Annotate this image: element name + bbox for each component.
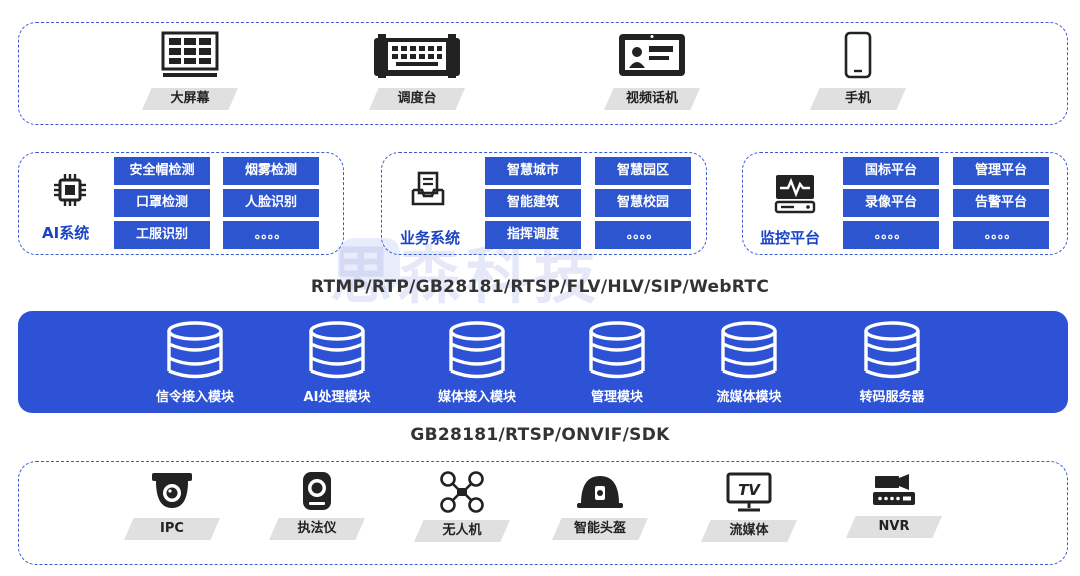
ai-item: 安全帽检测 [114, 157, 210, 185]
terminal-label: 手机 [810, 88, 906, 110]
svg-text:TV: TV [738, 481, 761, 499]
module-ai: AI处理模块 [272, 320, 402, 405]
video-phone-icon [619, 34, 685, 76]
device-streaming: TV 流媒体 [694, 470, 804, 542]
device-label: IPC [124, 518, 220, 540]
protocols-top: RTMP/RTP/GB28181/RTSP/FLV/HLV/SIP/WebRTC [310, 277, 770, 297]
business-item: 指挥调度 [485, 221, 581, 249]
monitor-pulse-icon [774, 175, 816, 214]
business-item: 智慧校园 [595, 189, 691, 217]
ai-item: 。。。。 [223, 221, 319, 249]
terminal-mobile-phone: 手机 [798, 30, 918, 110]
terminal-dispatch-console: 调度台 [357, 30, 477, 110]
dispatch-console-icon [374, 34, 460, 78]
tv-icon: TV [726, 472, 772, 512]
device-label: 执法仪 [269, 518, 365, 540]
device-label: NVR [846, 516, 942, 538]
video-wall-icon [161, 31, 219, 77]
terminal-label: 调度台 [369, 88, 465, 110]
device-label: 无人机 [414, 520, 510, 542]
module-management: 管理模块 [552, 320, 682, 405]
terminal-video-phone: 视频话机 [592, 30, 712, 110]
module-label: 管理模块 [590, 390, 643, 405]
module-label: 信令接入模块 [155, 390, 234, 405]
monitoring-item: 告警平台 [953, 189, 1049, 217]
ai-item: 人脸识别 [223, 189, 319, 217]
module-media-access: 媒体接入模块 [412, 320, 542, 405]
business-item: 。。。。 [595, 221, 691, 249]
monitoring-item: 。。。。 [953, 221, 1049, 249]
terminal-video-wall: 大屏幕 [130, 30, 250, 110]
monitoring-item: 管理平台 [953, 157, 1049, 185]
device-ipc: IPC [117, 470, 227, 540]
database-icon [309, 321, 365, 379]
module-transcoding: 转码服务器 [827, 320, 957, 405]
database-icon [864, 321, 920, 379]
monitoring-platform-label: 监控平台 [760, 229, 821, 247]
database-icon [721, 321, 777, 379]
smart-helmet-icon [577, 476, 623, 508]
ai-item: 工服识别 [114, 221, 210, 249]
database-icon [167, 321, 223, 379]
ai-system-group [18, 152, 344, 255]
module-signaling: 信令接入模块 [130, 320, 260, 405]
business-item: 智能建筑 [485, 189, 581, 217]
business-system-label: 业务系统 [400, 229, 461, 247]
device-smart-helmet: 智能头盔 [545, 470, 655, 540]
server-module-band [18, 311, 1068, 413]
ai-system-label: AI系统 [42, 224, 90, 242]
nvr-icon [873, 474, 915, 505]
database-icon [589, 321, 645, 379]
monitoring-item: 。。。。 [843, 221, 939, 249]
monitoring-item: 录像平台 [843, 189, 939, 217]
document-tray-icon [411, 171, 445, 206]
module-label: 流媒体模块 [716, 390, 782, 405]
business-system-group [381, 152, 707, 255]
mobile-phone-icon [844, 31, 872, 79]
module-label: AI处理模块 [303, 390, 371, 405]
database-icon [449, 321, 505, 379]
body-camera-icon [303, 472, 331, 510]
chip-icon [54, 174, 86, 206]
module-label: 转码服务器 [859, 390, 925, 405]
module-streaming: 流媒体模块 [684, 320, 814, 405]
terminal-group [18, 22, 1068, 125]
ai-item: 烟雾检测 [223, 157, 319, 185]
device-body-camera: 执法仪 [262, 470, 372, 540]
device-drone: 无人机 [407, 470, 517, 542]
device-group [18, 461, 1068, 565]
watermark: 思森科技 [330, 239, 603, 312]
device-label: 智能头盔 [552, 518, 648, 540]
terminal-label: 视频话机 [604, 88, 700, 110]
device-label: 流媒体 [701, 520, 797, 542]
monitoring-item: 国标平台 [843, 157, 939, 185]
module-label: 媒体接入模块 [437, 390, 516, 405]
monitoring-platform-group [742, 152, 1068, 255]
terminal-label: 大屏幕 [142, 88, 238, 110]
business-item: 智慧园区 [595, 157, 691, 185]
drone-icon [440, 471, 484, 513]
ai-item: 口罩检测 [114, 189, 210, 217]
device-nvr: NVR [839, 470, 949, 538]
business-item: 智慧城市 [485, 157, 581, 185]
dome-camera-icon [152, 473, 192, 508]
protocols-bottom: GB28181/RTSP/ONVIF/SDK [410, 425, 670, 445]
